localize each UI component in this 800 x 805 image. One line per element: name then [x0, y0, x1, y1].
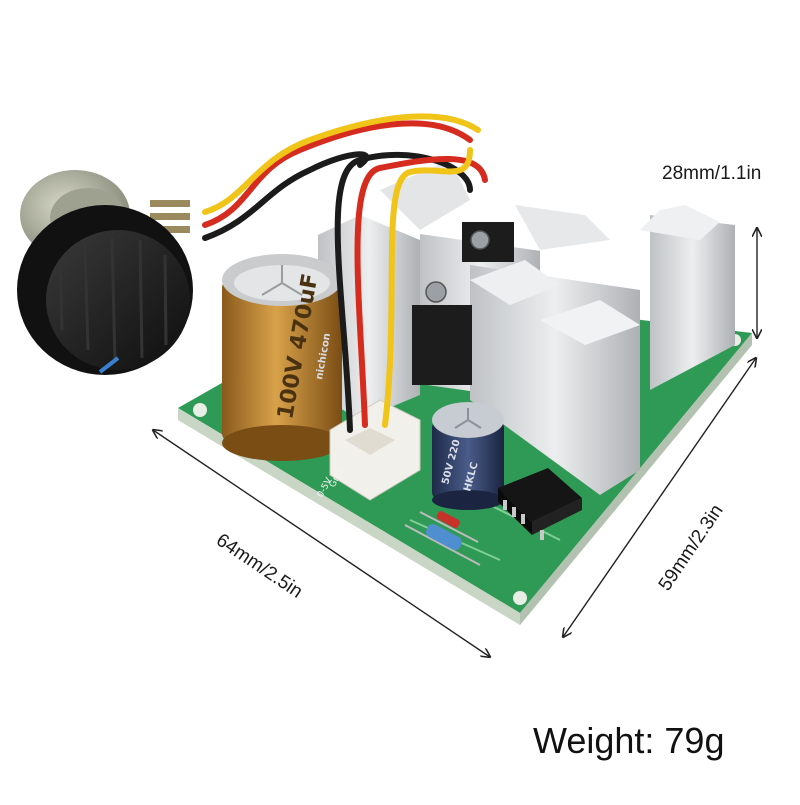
width-label: 59mm/2.3in [655, 501, 728, 595]
height-dimension: 28mm/1.1in [662, 163, 761, 338]
heatsink-right [640, 205, 735, 390]
weight-label: Weight: 79g [533, 720, 725, 761]
mosfet-transistor [412, 281, 472, 385]
large-electrolytic-capacitor: 100V 470uF nichicon [222, 254, 342, 461]
mounting-hole [513, 591, 527, 605]
length-label: 64mm/2.5in [212, 530, 306, 603]
speed-control-knob[interactable] [17, 205, 193, 375]
length-arrow [153, 430, 490, 657]
three-wire-cable [202, 113, 488, 433]
knob-marker [98, 356, 120, 374]
mosfet-transistor [462, 222, 514, 262]
mounting-hole [193, 403, 207, 417]
width-arrow [563, 358, 756, 637]
small-electrolytic-capacitor: 50V 220 HKLC [432, 402, 504, 510]
height-label: 28mm/1.1in [662, 163, 761, 184]
